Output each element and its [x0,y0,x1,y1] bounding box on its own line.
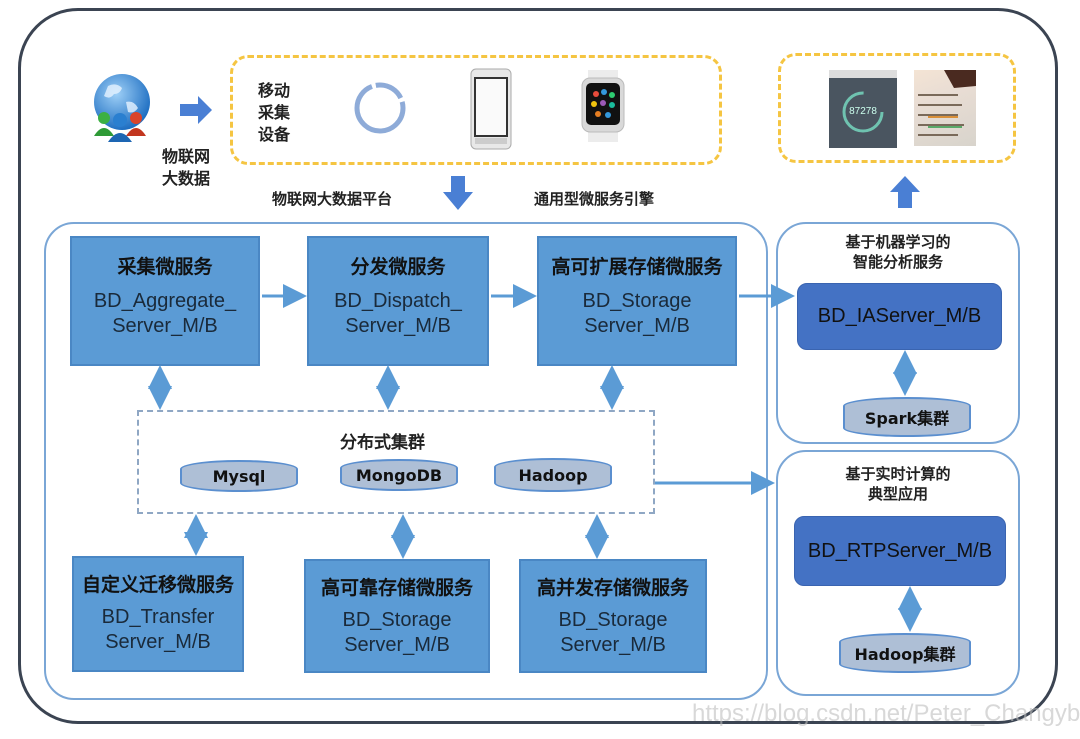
rt-panel-title: 基于实时计算的 典型应用 [776,464,1020,504]
list-app-screenshot [914,70,976,146]
ml-title-line1: 基于机器学习的 [845,233,951,251]
service-title: 高可扩展存储微服务 [551,256,723,278]
service-title: 自定义迁移微服务 [81,574,234,596]
smartphone-icon [470,68,512,150]
service-title: 高并发存储微服务 [536,577,689,599]
realtime-computing-panel [776,450,1020,696]
service-code: BD_Storage Server_M/B [582,290,692,337]
distributed-cluster-box [137,410,655,514]
ml-title-line2: 智能分析服务 [852,253,943,271]
service-code: BD_Storage Server_M/B [342,609,452,656]
dispatch-service-box[interactable]: 分发微服务 BD_Dispatch_ Server_M/B [307,236,489,366]
concurrent-storage-service-box[interactable]: 高并发存储微服务 BD_Storage Server_M/B [519,559,707,673]
transfer-service-box[interactable]: 自定义迁移微服务 BD_Transfer Server_M/B [72,556,244,672]
reliable-storage-service-box[interactable]: 高可靠存储微服务 BD_Storage Server_M/B [304,559,490,673]
dashboard-value: 87278 [849,106,877,117]
hadoop-cluster-database: Hadoop集群 [839,633,971,673]
scalable-storage-service-box[interactable]: 高可扩展存储微服务 BD_Storage Server_M/B [537,236,737,366]
ia-server-box[interactable]: BD_IAServer_M/B [797,283,1002,350]
arrow-up-icon [890,176,920,208]
service-title: 分发微服务 [350,256,446,278]
service-code: BD_Aggregate_ Server_M/B [93,290,237,337]
rt-title-line2: 典型应用 [867,485,928,503]
rt-title-line1: 基于实时计算的 [845,465,951,483]
platform-label: 物联网大数据平台 [272,190,393,208]
rtp-server-box[interactable]: BD_RTPServer_M/B [794,516,1006,586]
devices-label-line1: 移动 [258,81,291,100]
source-label-line1: 物联网 [162,147,211,166]
ml-panel-title: 基于机器学习的 智能分析服务 [776,232,1020,272]
service-code: BD_Storage Server_M/B [558,609,668,656]
dashboard-app-screenshot: 87278 [829,70,897,148]
devices-label-line3: 设备 [258,125,291,144]
service-title: 高可靠存储微服务 [320,577,473,599]
devices-label-line2: 采集 [258,103,291,122]
source-label-line2: 大数据 [162,169,211,188]
service-code: BD_Transfer Server_M/B [101,606,215,653]
smartwatch-icon [580,70,626,142]
mobile-devices-box [230,55,722,165]
aggregate-service-box[interactable]: 采集微服务 BD_Aggregate_ Server_M/B [70,236,260,366]
microservice-engine-panel [44,222,768,700]
watermark: https://blog.csdn.net/Peter_Changyb [692,700,1080,727]
arrow-down-icon [443,176,473,210]
ml-analysis-panel [776,222,1020,444]
service-title: 采集微服务 [117,256,213,278]
source-label: 物联网 大数据 [162,146,210,190]
devices-label: 移动 采集 设备 [258,80,290,146]
hadoop-database: Hadoop [494,458,612,492]
engine-label: 通用型微服务引擎 [534,190,655,208]
arrow-right-icon [180,96,214,124]
mongodb-database: MongoDB [340,459,458,491]
applications-box [778,53,1016,163]
globe-users-icon [90,72,152,142]
service-code: BD_Dispatch_ Server_M/B [334,290,462,337]
ring-chart-icon [352,80,408,136]
spark-cluster-database: Spark集群 [843,397,971,437]
cluster-title: 分布式集群 [340,433,425,453]
mysql-database: Mysql [180,460,298,492]
